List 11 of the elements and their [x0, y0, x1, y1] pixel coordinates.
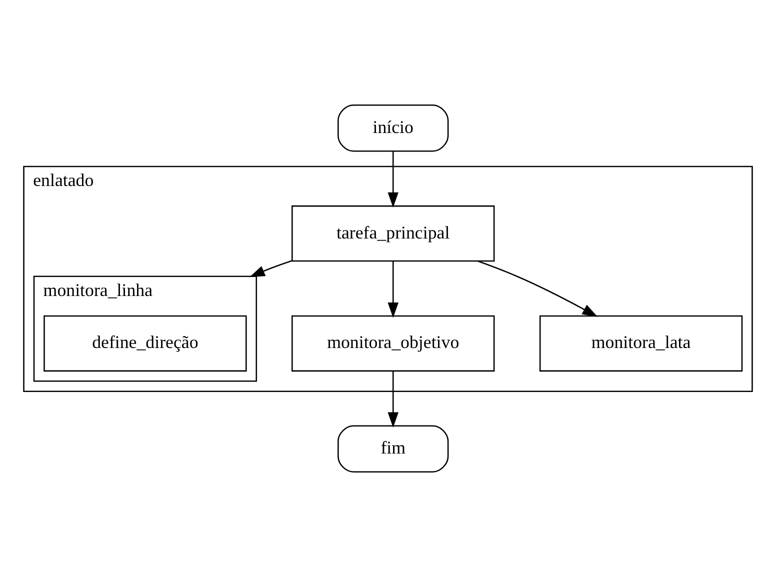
node-box: tarefa_principal: [292, 204, 495, 262]
arrow: [249, 260, 292, 277]
arrow: [388, 370, 398, 428]
arrow: [388, 150, 398, 208]
node-box: início: [338, 104, 449, 152]
node-box: fim: [338, 424, 449, 472]
arrow: [478, 260, 598, 316]
arrow: [388, 260, 398, 318]
node-box: monitora_lata: [539, 314, 743, 372]
node-box: define_direção: [44, 314, 247, 372]
node-box: monitora_objetivo: [292, 314, 495, 372]
